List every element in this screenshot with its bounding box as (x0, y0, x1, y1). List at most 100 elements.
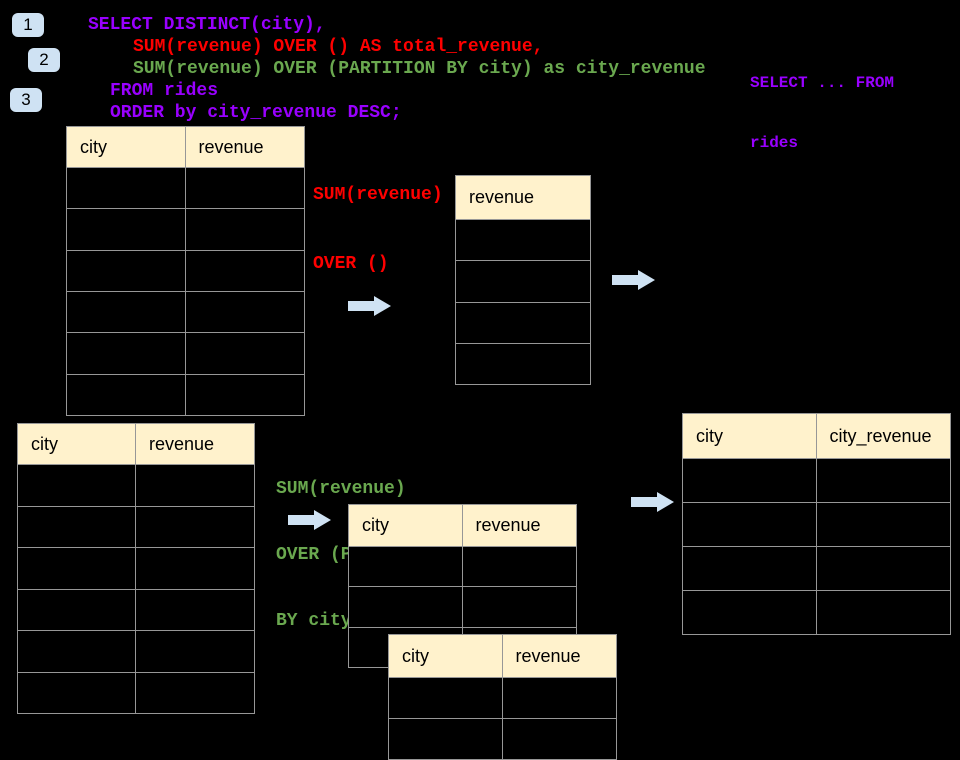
table-row (683, 502, 950, 546)
table-row (349, 586, 576, 627)
empty-cell (185, 167, 304, 208)
empty-cell (456, 301, 590, 343)
column-header-revenue: revenue (475, 515, 541, 535)
table-header-row: city city_revenue (683, 414, 950, 458)
table-row (18, 588, 254, 631)
empty-cell (816, 502, 950, 546)
sql-line-select: SELECT DISTINCT(city), (88, 15, 326, 35)
column-header-city: city (389, 635, 503, 677)
empty-cell (502, 718, 616, 759)
step-badge-1: 1 (12, 13, 44, 37)
sql-line-from: FROM rides (110, 81, 219, 101)
table-row (683, 590, 950, 634)
table-row (349, 546, 576, 587)
table-row (456, 301, 590, 343)
table-source-top: city revenue (66, 126, 305, 416)
sql-line-total-revenue: SUM(revenue) OVER () AS total_revenue, (133, 37, 544, 57)
empty-cell (389, 677, 503, 718)
sql-line-order-by: ORDER by city_revenue DESC; (110, 103, 402, 123)
empty-cell (502, 677, 616, 718)
sql-line-city-revenue: SUM(revenue) OVER (PARTITION BY city) as… (133, 59, 706, 79)
side-note-select-from-rides: SELECT ... FROM rides (750, 33, 894, 173)
table-row (67, 208, 304, 250)
empty-cell (462, 586, 576, 626)
side-note-line2: rides (750, 134, 799, 152)
table-city-revenue-result: city city_revenue (682, 413, 951, 635)
empty-cell (185, 332, 304, 373)
table-partition-step-overlay: city revenue (388, 634, 617, 760)
empty-cell (456, 219, 590, 260)
table-header-row: city revenue (67, 127, 304, 167)
empty-cell (67, 208, 186, 250)
table-source-bottom: city revenue (17, 423, 255, 714)
empty-cell (136, 588, 254, 631)
column-header-revenue: revenue (469, 187, 535, 207)
empty-cell (136, 630, 254, 672)
empty-cell (18, 547, 136, 589)
table-header-row: city revenue (349, 505, 576, 546)
label-sum-over-total: SUM(revenue) OVER () (313, 138, 443, 299)
empty-cell (462, 626, 576, 667)
table-row (67, 167, 304, 209)
empty-cell (67, 290, 186, 333)
empty-cell (816, 546, 950, 590)
empty-cell (18, 630, 136, 672)
empty-cell (456, 260, 590, 301)
empty-cell (136, 547, 254, 589)
empty-cell (136, 505, 254, 548)
label-total-line1: SUM(revenue) (313, 185, 443, 205)
table-row (18, 671, 254, 714)
empty-cell (67, 249, 186, 291)
empty-cell (349, 586, 463, 627)
column-header-city: city (349, 505, 463, 546)
empty-cell (683, 590, 817, 634)
empty-cell (185, 249, 304, 291)
table-row (67, 249, 304, 291)
empty-cell (18, 588, 136, 630)
arrow-right-icon (348, 296, 391, 316)
empty-cell (18, 505, 136, 547)
arrow-right-icon (612, 270, 655, 290)
table-row (683, 546, 950, 590)
empty-cell (462, 546, 576, 586)
column-header-revenue: revenue (515, 645, 581, 666)
empty-cell (18, 464, 136, 506)
table-row (18, 547, 254, 589)
empty-cell (67, 332, 186, 374)
table-row (67, 373, 304, 415)
table-header-row: city revenue (18, 424, 254, 464)
empty-cell (185, 373, 304, 415)
slide-canvas: { "colors": { "background": "#000000", "… (10, 13, 951, 760)
table-header-row: revenue (456, 176, 590, 219)
table-row (389, 677, 616, 718)
table-total-revenue-result: revenue (455, 175, 591, 385)
empty-cell (683, 458, 817, 502)
table-row (456, 219, 590, 260)
empty-cell (18, 671, 136, 713)
table-row (18, 505, 254, 548)
table-row (67, 332, 304, 374)
table-row (18, 464, 254, 506)
table-row (389, 718, 616, 759)
empty-cell (136, 671, 254, 714)
empty-cell (185, 290, 304, 332)
table-header-row: city revenue (389, 635, 616, 677)
step-badge-3: 3 (10, 88, 42, 112)
table-row (67, 290, 304, 333)
empty-cell (683, 502, 817, 546)
side-note-line1: SELECT ... FROM (750, 74, 895, 92)
column-header-revenue: revenue (198, 136, 264, 157)
arrow-right-icon (288, 510, 331, 530)
table-row (456, 260, 590, 301)
label-total-line2: OVER () (313, 254, 389, 274)
empty-cell (683, 546, 817, 590)
column-header-city: city (18, 424, 136, 464)
empty-cell (349, 546, 463, 587)
empty-cell (816, 458, 950, 502)
label-partition-line1: SUM(revenue) (276, 479, 406, 499)
empty-cell (185, 208, 304, 249)
empty-cell (67, 167, 186, 209)
table-row (456, 342, 590, 384)
empty-cell (456, 342, 590, 384)
table-row (18, 630, 254, 672)
